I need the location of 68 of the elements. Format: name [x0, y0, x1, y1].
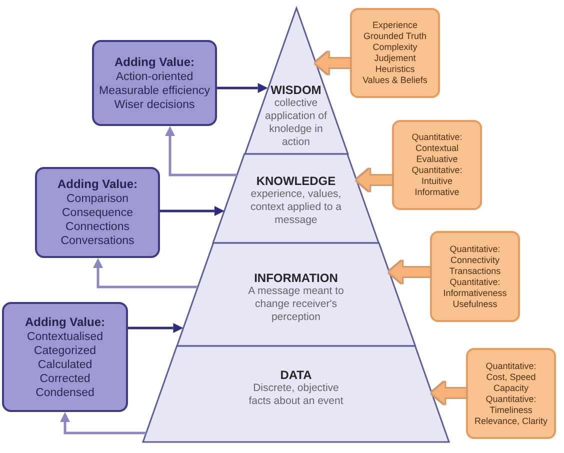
- metrics-box: [392, 120, 482, 210]
- arrow: [128, 323, 184, 333]
- block-arrow: [432, 382, 466, 404]
- list-item: Quantitative:: [486, 360, 536, 372]
- block-arrow: [315, 52, 350, 74]
- pyramid-tier: [244, 8, 348, 154]
- arrow: [60, 412, 146, 434]
- list-item: Usefulness: [452, 298, 498, 310]
- list-item: Informative: [414, 187, 460, 198]
- list-item: Wiser decisions: [114, 98, 195, 112]
- list-item: Transactions: [449, 266, 501, 276]
- tier-description: Discrete, objective facts about an event: [248, 382, 344, 408]
- block-arrow: [356, 169, 392, 191]
- list-item: Condensed: [36, 386, 94, 400]
- list-item: Quantitative:: [412, 132, 462, 143]
- list-item: Corrected: [40, 372, 90, 386]
- tier-description: collective application of knoledge in action: [264, 97, 328, 149]
- block-arrow: [389, 261, 430, 283]
- metrics-box: [350, 8, 440, 98]
- list-item: Connections: [66, 220, 130, 234]
- list-item: Measurable efficiency: [98, 84, 210, 98]
- list-item: Categorized: [34, 344, 96, 358]
- list-item: Judjement: [374, 53, 416, 64]
- list-item: Cost, Speed: [486, 372, 536, 382]
- list-item: Calculated: [38, 358, 92, 372]
- list-item: Capacity: [493, 382, 528, 394]
- tier-title: DATA: [280, 368, 312, 382]
- value-box: [92, 40, 217, 126]
- list-item: Relevance, Clarity: [474, 416, 548, 426]
- pyramid-tier: [176, 243, 416, 346]
- list-item: Comparison: [66, 192, 128, 206]
- metrics-box: [430, 231, 520, 322]
- tier-title: WISDOM: [270, 83, 322, 97]
- box-heading: Adding Value:: [57, 177, 138, 192]
- list-item: Grounded Truth: [363, 31, 427, 42]
- arrow: [217, 83, 268, 93]
- pyramid-tier: [213, 154, 379, 243]
- list-item: Quantitative:: [486, 394, 536, 404]
- tier-description: A message meant to change receiver's perception: [247, 285, 345, 324]
- arrow: [160, 206, 224, 216]
- list-item: Consequence: [62, 206, 133, 220]
- list-item: Quantitative:: [412, 165, 462, 176]
- box-heading: Adding Value:: [24, 314, 105, 330]
- list-item: Quantitative:: [450, 244, 500, 254]
- tier-title: INFORMATION: [254, 271, 338, 285]
- list-item: Timeliness: [490, 404, 532, 416]
- value-box: [2, 302, 128, 412]
- arrow: [165, 126, 238, 176]
- list-item: Action-oriented: [116, 70, 194, 84]
- list-item: Conversations: [60, 234, 134, 248]
- list-item: Experience: [372, 20, 418, 31]
- list-item: Heuristics: [375, 64, 415, 75]
- list-item: Connectivity: [450, 254, 500, 266]
- list-item: Contextual: [415, 143, 459, 154]
- pyramid-tier: [143, 346, 449, 442]
- list-item: Contextualised: [26, 330, 104, 344]
- tier-description: experience, values, context applied to a message: [249, 188, 343, 227]
- arrow: [93, 258, 198, 288]
- metrics-box: [466, 348, 556, 439]
- tier-title: KNOWLEDGE: [256, 174, 336, 188]
- value-box: [35, 167, 160, 258]
- list-item: Intuitive: [421, 176, 453, 187]
- list-item: Informativeness: [443, 288, 507, 298]
- list-item: Quantitative:: [450, 276, 500, 288]
- list-item: Evaluative: [416, 154, 458, 165]
- list-item: Complexity: [372, 42, 418, 53]
- list-item: Values & Beliefs: [362, 75, 428, 86]
- box-heading: Adding Value:: [114, 54, 194, 70]
